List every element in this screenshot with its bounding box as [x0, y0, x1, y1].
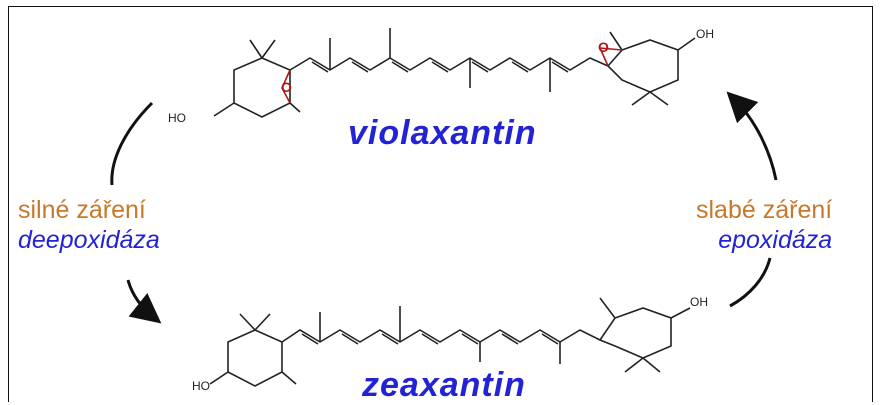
right-condition: slabé záření epoxidáza	[696, 195, 832, 255]
hydroxyl-label-violaxanthin-left: HO	[168, 111, 186, 125]
arrow-top-left	[110, 101, 154, 186]
left-condition-enzyme: deepoxidáza	[18, 226, 160, 254]
molecule-name-zeaxantin: zeaxantin	[362, 366, 526, 405]
hydroxyl-label-violaxanthin-right: OH	[696, 27, 714, 41]
hydroxyl-label-zeaxanthin-right: OH	[690, 295, 708, 309]
violaxanthin-structure	[213, 28, 696, 118]
zeaxantin-label: zeaxantin	[362, 366, 526, 404]
arrow-bottom-right	[729, 257, 772, 308]
arrow-top-right	[726, 91, 778, 181]
violaxantin-label: violaxantin	[348, 114, 537, 152]
diagram-frame	[8, 6, 873, 402]
left-condition: silné záření deepoxidáza	[18, 195, 160, 255]
hydroxyl-label-zeaxanthin-left: HO	[192, 379, 210, 393]
arrow-bottom-left	[126, 279, 162, 324]
molecule-name-violaxantin: violaxantin	[348, 114, 537, 153]
epoxide-oxygen-left: O	[281, 79, 292, 95]
zeaxanthin-structure	[209, 297, 691, 387]
right-condition-enzyme: epoxidáza	[718, 226, 833, 254]
right-condition-light: slabé záření	[696, 196, 833, 224]
epoxide-oxygen-right: O	[598, 39, 609, 55]
left-condition-light: silné záření	[18, 196, 146, 224]
